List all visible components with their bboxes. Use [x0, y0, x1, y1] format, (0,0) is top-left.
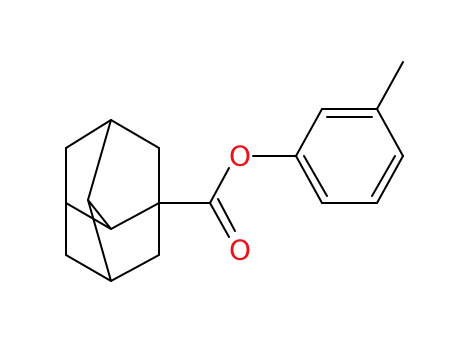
bond: [217, 198, 236, 232]
ester-oxygen-label: O: [229, 140, 251, 173]
bond: [209, 202, 230, 238]
tolyl-ring: [295, 61, 404, 204]
adamantane-cage: [65, 119, 160, 282]
bond: [87, 199, 112, 230]
bond: [65, 254, 112, 282]
bond: [303, 155, 328, 197]
carbonyl-oxygen-label: O: [229, 234, 251, 267]
ester-linkage: [158, 155, 297, 238]
bond: [110, 119, 160, 149]
bond: [295, 108, 323, 157]
bond: [376, 108, 404, 157]
bond: [371, 155, 396, 197]
bond: [376, 155, 404, 204]
bond: [65, 119, 112, 149]
bond: [87, 199, 112, 282]
bond: [110, 254, 160, 282]
methyl-bond: [376, 61, 404, 110]
bond: [209, 167, 230, 204]
bond: [110, 202, 160, 230]
bond: [87, 119, 112, 201]
bond: [65, 202, 112, 230]
bond: [295, 155, 323, 204]
